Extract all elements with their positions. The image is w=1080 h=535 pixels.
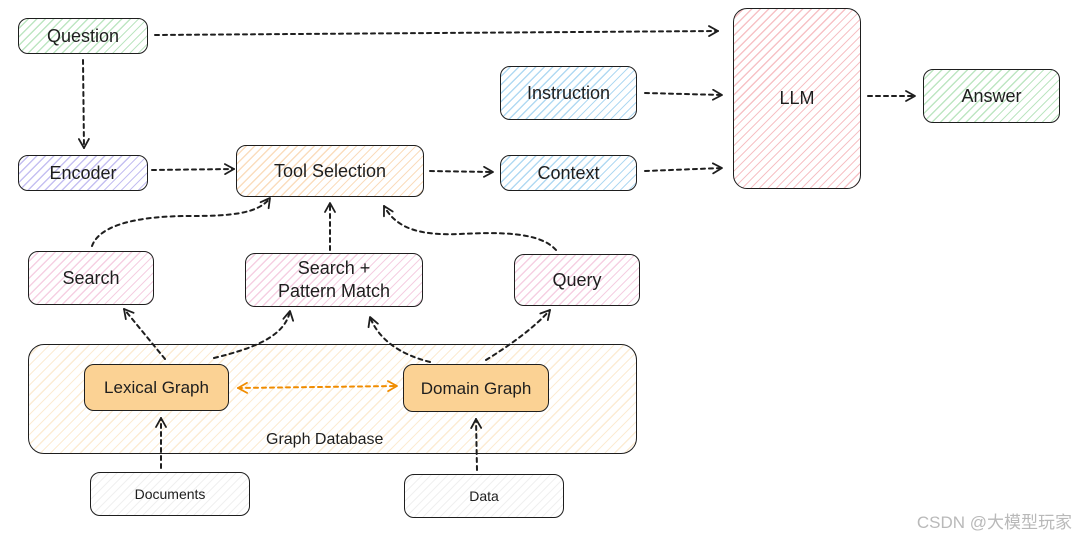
search-label: Search xyxy=(62,267,120,288)
data-node: Data xyxy=(404,474,564,518)
search-pattern-match-label: Search + Pattern Match xyxy=(277,258,391,301)
arrow-question-to-llm xyxy=(154,25,719,37)
instruction-node: Instruction xyxy=(500,66,637,120)
query-node: Query xyxy=(514,254,640,306)
instruction-label: Instruction xyxy=(526,82,611,103)
arrow-tool-selection-to-context xyxy=(429,165,494,178)
watermark: CSDN @大模型玩家 xyxy=(916,513,1072,532)
question-node: Question xyxy=(18,18,148,54)
domain-graph-label: Domain Graph xyxy=(420,378,532,398)
arrow-search-to-tool-selection xyxy=(91,197,271,247)
encoder-node: Encoder xyxy=(18,155,148,191)
domain-graph-node: Domain Graph xyxy=(403,364,549,412)
arrow-encoder-to-tool-selection xyxy=(151,163,235,176)
arrow-lexical-domain-bidirectional xyxy=(237,380,398,394)
question-label: Question xyxy=(46,25,120,46)
documents-node: Documents xyxy=(90,472,250,516)
arrow-context-to-llm xyxy=(644,162,723,175)
arrow-instruction-to-llm xyxy=(644,88,723,101)
tool-selection-label: Tool Selection xyxy=(273,160,387,181)
graph-database-label: Graph Database xyxy=(266,431,384,448)
documents-label: Documents xyxy=(134,485,206,502)
answer-node: Answer xyxy=(923,69,1060,123)
llm-label: LLM xyxy=(779,88,815,108)
tool-selection-node: Tool Selection xyxy=(236,145,424,197)
encoder-label: Encoder xyxy=(49,162,117,183)
context-node: Context xyxy=(500,155,637,191)
search-pattern-match-node: Search + Pattern Match xyxy=(245,253,423,307)
llm-node: LLM xyxy=(733,8,861,189)
search-node: Search xyxy=(28,251,154,305)
arrow-query-to-tool-selection xyxy=(383,205,557,251)
arrow-domain-to-query xyxy=(485,309,551,361)
lexical-graph-node: Lexical Graph xyxy=(84,364,229,411)
arrow-data-to-domain xyxy=(470,418,483,471)
arrow-question-to-encoder xyxy=(77,59,90,149)
lexical-graph-label: Lexical Graph xyxy=(104,378,209,397)
context-label: Context xyxy=(537,162,600,183)
answer-label: Answer xyxy=(961,85,1022,106)
arrow-lexical-to-search-pattern xyxy=(213,310,295,359)
arrow-domain-to-search-pattern xyxy=(367,316,431,363)
arrow-lexical-to-search xyxy=(123,308,166,360)
data-label: Data xyxy=(469,487,499,504)
query-label: Query xyxy=(552,269,602,290)
